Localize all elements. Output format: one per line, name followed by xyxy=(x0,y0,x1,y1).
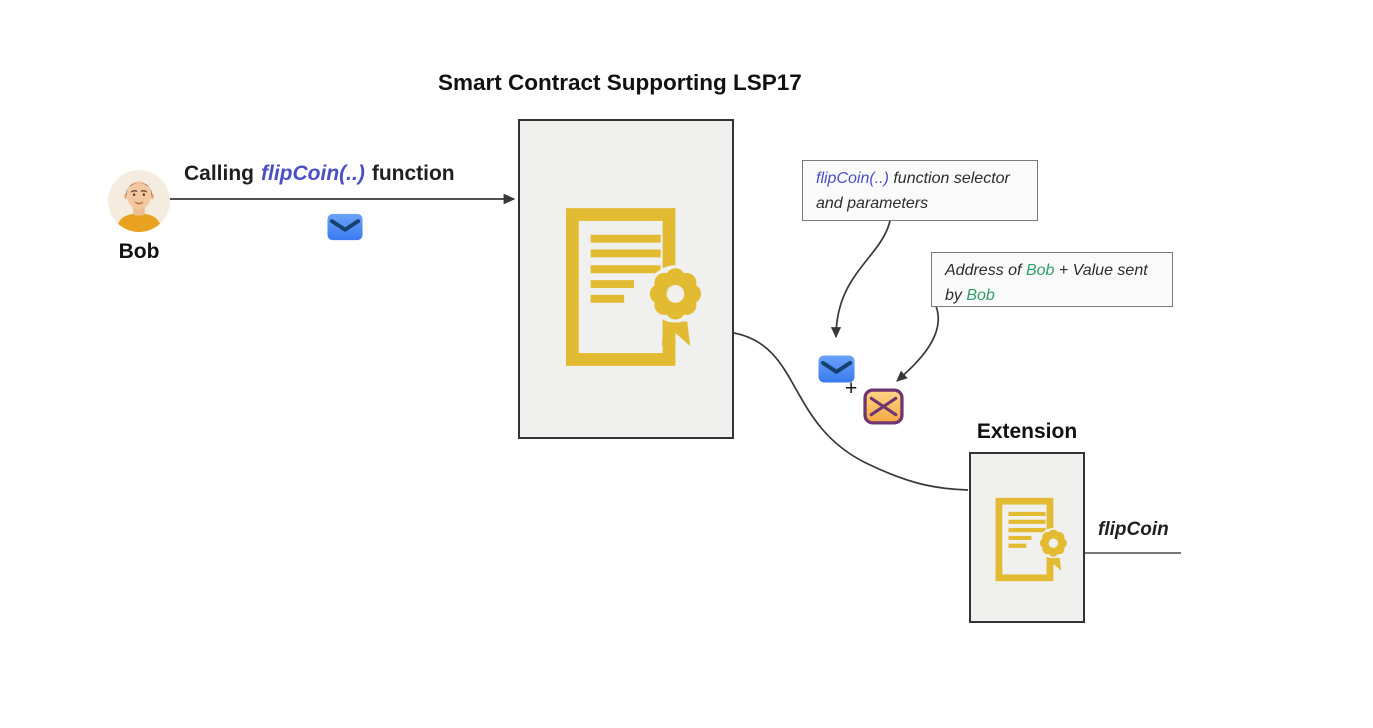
address-note-p1: Address of xyxy=(945,262,1026,279)
bob-avatar-icon xyxy=(108,170,170,232)
bob-label: Bob xyxy=(118,240,160,263)
contract-certificate-icon xyxy=(565,207,705,367)
calling-suffix: function xyxy=(371,162,455,185)
extension-certificate-icon xyxy=(995,497,1069,582)
context-orange-envelope-icon xyxy=(863,388,904,425)
calling-function-label: Calling flipCoin(..) function xyxy=(184,162,455,186)
selector-note-text: function selector and parameters xyxy=(816,170,1010,212)
flipcoin-function-label: flipCoin xyxy=(1098,519,1169,540)
calling-function-name: flipCoin(..) xyxy=(261,162,365,185)
address-note-bob1: Bob xyxy=(1025,262,1055,279)
blue-envelope-icon xyxy=(327,213,363,241)
address-note-p2: + Value sent by xyxy=(945,262,1148,304)
plus-sign: + xyxy=(845,377,858,400)
calling-prefix: Calling xyxy=(184,162,255,185)
selector-note-box: flipCoin(..) function selector and param… xyxy=(802,160,1038,221)
diagram-title: Smart Contract Supporting LSP17 xyxy=(438,70,802,95)
selector-note-function: flipCoin(..) xyxy=(816,170,889,187)
address-note-box: Address of Bob + Value sent by Bob xyxy=(931,252,1173,307)
extension-title: Extension xyxy=(976,420,1078,443)
address-note-to-envelope-arrow xyxy=(896,305,939,382)
address-note-bob2: Bob xyxy=(966,286,995,304)
selector-note-to-envelope-arrow xyxy=(830,220,891,339)
